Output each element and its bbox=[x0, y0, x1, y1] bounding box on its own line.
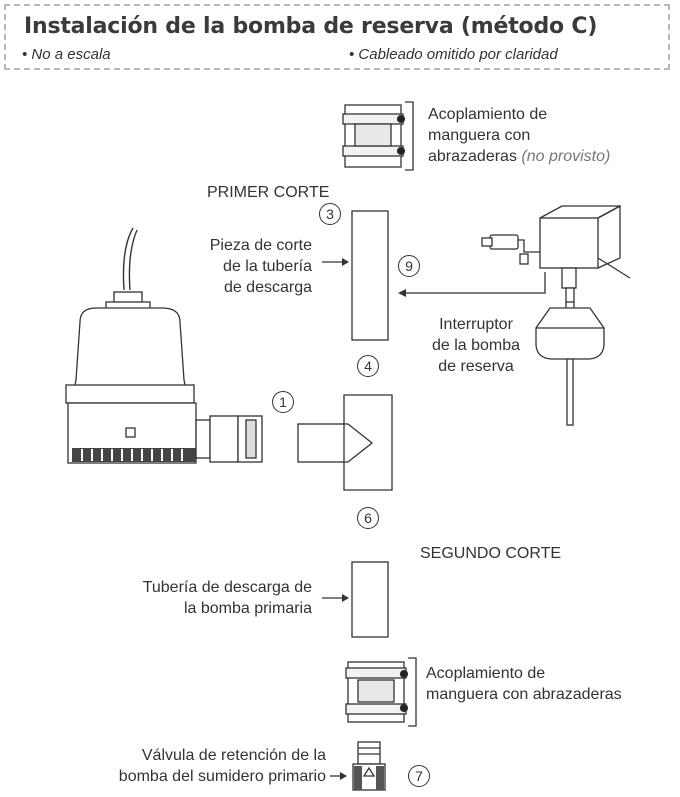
coupling-top-label: Acoplamiento de manguera con abrazaderas… bbox=[428, 104, 610, 167]
first-cut-label: PRIMER CORTE bbox=[207, 184, 330, 201]
header-box: Instalación de la bomba de reserva (méto… bbox=[4, 4, 670, 70]
cut-piece-line2: de la tubería bbox=[223, 258, 312, 275]
callout-4: 4 bbox=[357, 355, 379, 377]
coupling-bottom-line1: Acoplamiento de bbox=[426, 665, 546, 682]
callout-9: 9 bbox=[398, 255, 420, 277]
switch-line2: de la bomba bbox=[431, 337, 521, 354]
coupling-top-line1: Acoplamiento de bbox=[428, 106, 548, 123]
primary-pump bbox=[65, 227, 263, 464]
second-cut-label: SEGUNDO CORTE bbox=[420, 545, 562, 562]
discharge-line2: la bomba primaria bbox=[183, 600, 312, 617]
switch-arrow bbox=[404, 272, 546, 294]
cut-pipe-piece bbox=[351, 210, 389, 341]
coupling-bottom-label: Acoplamiento de manguera con abrazaderas bbox=[426, 663, 622, 705]
discharge-line1: Tubería de descarga de bbox=[142, 579, 312, 596]
switch-line1: Interruptor bbox=[439, 316, 513, 333]
note-not-to-scale: • No a escala bbox=[22, 46, 111, 63]
backup-switch bbox=[481, 204, 631, 426]
coupling-top-line2: manguera con bbox=[428, 127, 531, 144]
tee-fitting bbox=[297, 394, 393, 491]
callout-7: 7 bbox=[408, 765, 430, 787]
callout-1: 1 bbox=[272, 391, 294, 413]
discharge-pipe bbox=[351, 561, 389, 638]
switch-label: Interruptor de la bomba de reserva bbox=[414, 314, 538, 377]
check-valve-line1: Válvula de retención de la bbox=[141, 747, 326, 764]
switch-line3: de reserva bbox=[438, 358, 514, 375]
coupling-top-note: (no provisto) bbox=[521, 148, 611, 165]
coupling-top-line3: abrazaderas bbox=[428, 148, 517, 165]
hose-coupling-top bbox=[342, 101, 414, 171]
diagram-title: Instalación de la bomba de reserva (méto… bbox=[24, 14, 598, 39]
callout-6: 6 bbox=[357, 507, 379, 529]
discharge-pipe-label: Tubería de descarga de la bomba primaria bbox=[100, 577, 312, 619]
cut-piece-line1: Pieza de corte bbox=[209, 237, 312, 254]
cut-piece-line3: de descarga bbox=[223, 279, 312, 296]
cut-piece-label: Pieza de corte de la tubería de descarga bbox=[160, 235, 312, 298]
coupling-bottom-line2: manguera con abrazaderas bbox=[426, 686, 622, 703]
check-valve-label: Válvula de retención de la bomba del sum… bbox=[60, 745, 326, 787]
callout-3: 3 bbox=[319, 203, 341, 225]
hose-coupling-bottom bbox=[345, 657, 417, 727]
check-valve bbox=[352, 741, 386, 791]
note-wiring-omitted: • Cableado omitido por claridad bbox=[349, 46, 558, 63]
check-valve-line2: bomba del sumidero primario bbox=[118, 768, 326, 785]
